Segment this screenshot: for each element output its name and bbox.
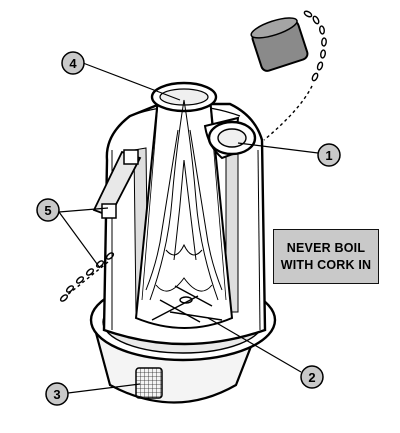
callout-2: 2 <box>300 365 324 389</box>
callout-5-label: 5 <box>44 203 51 218</box>
callout-2-label: 2 <box>308 370 315 385</box>
callout-1-label: 1 <box>325 148 332 163</box>
callout-4: 4 <box>61 51 85 75</box>
flames <box>145 99 223 301</box>
twigs <box>151 285 223 323</box>
cork-chain <box>263 10 327 141</box>
warning-box: NEVER BOIL WITH CORK IN <box>273 229 379 284</box>
callout-3-label: 3 <box>53 387 60 402</box>
chimney <box>134 81 234 329</box>
warning-line-1: NEVER BOIL <box>286 240 366 255</box>
callout-3: 3 <box>45 382 69 406</box>
callout-1: 1 <box>317 143 341 167</box>
callout-5: 5 <box>36 198 60 222</box>
spout <box>203 116 257 160</box>
air-vent <box>135 367 163 399</box>
handle <box>92 149 142 219</box>
handle-chain <box>59 252 115 302</box>
leader-lines <box>58 62 319 394</box>
cork <box>250 17 309 72</box>
warning-line-2: WITH CORK IN <box>280 257 372 272</box>
callout-4-label: 4 <box>69 56 77 71</box>
